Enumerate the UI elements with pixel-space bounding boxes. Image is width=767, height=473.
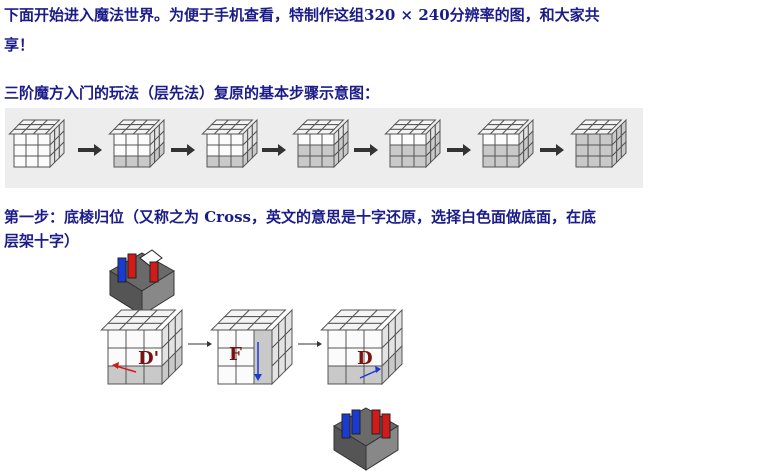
overview-arrow [78, 144, 102, 156]
intro-line-1: 下面开始进入魔法世界。为便于手机查看，特制作这组320 × 240分辨率的图，和… [4, 6, 600, 24]
move-cube-f [210, 308, 293, 386]
rotation-arrow-head [375, 366, 381, 373]
move-label-d-prime: D' [138, 348, 159, 369]
overview-cube [384, 118, 441, 169]
section-title: 三阶魔方入门的玩法（层先法）复原的基本步骤示意图： [4, 84, 380, 102]
overview-cube [477, 118, 534, 169]
overview-arrow [447, 144, 471, 156]
steps-overview [8, 118, 627, 169]
rotation-arrow-head [254, 374, 262, 381]
sequence-arrow [298, 341, 322, 347]
rotation-arrow [115, 365, 137, 373]
overview-arrow [540, 144, 564, 156]
red-sticker [127, 253, 137, 279]
overview-arrow [171, 144, 195, 156]
move-cube-d-prime [100, 308, 183, 386]
overview-cube [108, 118, 165, 169]
step1-line-1: 第一步：底棱归位（又称之为 Cross，英文的意思是十字还原，选择白色面做底面，… [4, 208, 596, 226]
blue-sticker [117, 257, 127, 283]
step1-line-2: 层架十字） [4, 232, 80, 250]
state-cube-before [109, 249, 175, 316]
overview-arrow [262, 144, 286, 156]
red-sticker [381, 413, 391, 439]
blue-sticker [341, 413, 351, 439]
sequence-arrow [188, 341, 212, 347]
red-sticker [149, 261, 159, 283]
intro-line-2: 享！ [4, 36, 35, 54]
move-label-d: D [357, 348, 373, 369]
overview-cube [570, 118, 627, 169]
overview-cube [8, 118, 65, 169]
blue-sticker [351, 409, 361, 435]
move-cube-d [320, 308, 403, 386]
overview-cube [201, 118, 258, 169]
red-sticker [371, 409, 381, 435]
rotation-arrow [359, 369, 379, 379]
state-cube-after [333, 407, 399, 471]
move-label-f: F [229, 344, 242, 365]
overview-cube [292, 118, 349, 169]
white-sticker [139, 249, 163, 267]
rotation-arrow-head [112, 362, 119, 369]
overview-arrow [354, 144, 378, 156]
